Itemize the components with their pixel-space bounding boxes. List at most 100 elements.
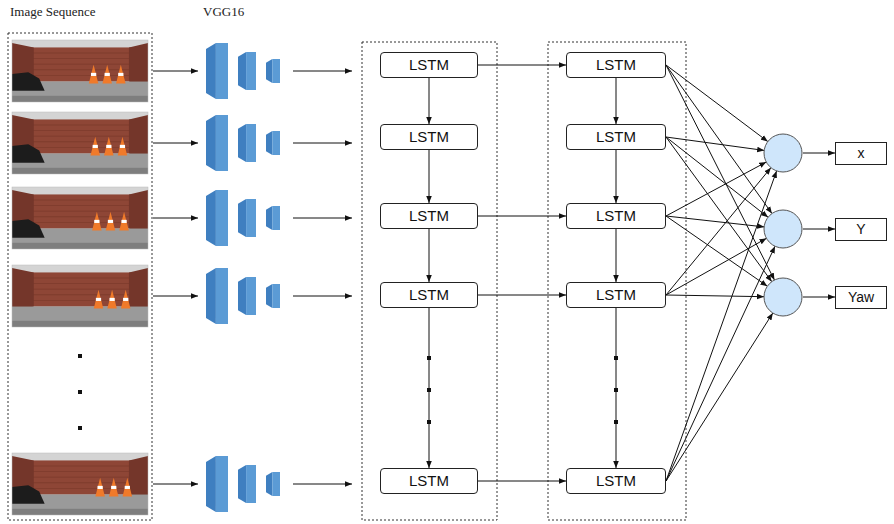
node-text: LSTM [409,128,449,146]
conv-layer-front [216,190,228,246]
connector-arrow [429,229,430,282]
vgg16-icon [206,268,280,324]
conv-layer-side [266,59,272,83]
connector-arrow [478,295,566,296]
lstm-box: LSTM [566,52,666,78]
traffic-cone [90,137,100,156]
neuron-fill [764,134,802,172]
lstm-box: LSTM [380,124,478,150]
node-text: LSTM [596,286,636,304]
conv-layer-side [238,52,246,90]
column-heading: VGG16 [203,4,244,20]
lstm-box: LSTM [380,468,478,494]
lstm-box: LSTM [566,282,666,308]
output-box: Yaw [835,286,887,309]
frame-border [12,40,148,102]
car [12,144,45,163]
conv-layer-front [246,277,256,315]
ground-shadow [12,243,148,249]
traffic-cone [116,65,126,84]
conv-layer-front [246,124,256,162]
traffic-cone [119,212,129,231]
sky [12,112,148,174]
camera-frame [12,453,148,515]
connector-arrow [616,150,617,203]
conv-layer-side [266,472,272,496]
cone-stripe [98,486,103,489]
cone-stripe [125,486,130,489]
vgg16-icon [206,43,280,99]
column-heading: Image Sequence [10,4,96,20]
connector-arrow [666,313,773,481]
neuron-outline [763,277,803,317]
node-text: LSTM [596,472,636,490]
input-arrow [153,71,198,72]
ellipsis-dot [78,390,82,394]
car [12,485,45,504]
cone-stripe [93,145,98,148]
conv-layer-front [272,131,280,155]
connector-arrow [803,229,835,230]
camera-frame [12,112,148,174]
cone-stripe [123,298,128,301]
traffic-cone [106,212,116,231]
conv-layer-side [238,277,246,315]
camera-frame [12,40,148,102]
feature-arrow [293,218,352,219]
cone-stripe [91,73,96,76]
connector-arrow [616,308,617,468]
connector-arrow [478,65,566,66]
connector-arrow [478,481,566,482]
conv-layer-side [238,199,246,237]
conv-layer-side [266,284,272,308]
connector-arrow [666,137,772,282]
connector-arrow [616,229,617,282]
camera-frame [12,265,148,327]
traffic-cone [104,137,114,156]
input-arrow [153,143,198,144]
traffic-cone [89,65,99,84]
traffic-cone [123,478,133,497]
node-text: Y [856,221,865,238]
connector-arrow [429,150,430,203]
traffic-cone [118,137,128,156]
ellipsis-dot [78,426,82,430]
frame-border [12,187,148,249]
connector-arrow [666,216,764,227]
traffic-cone [107,290,117,309]
node-text: LSTM [596,207,636,225]
node-text: LSTM [409,56,449,74]
frame-border [12,265,148,327]
input-arrow [153,484,198,485]
cone-stripe [121,220,126,223]
cone-stripe [111,486,116,489]
neuron-circle [763,133,803,173]
conv-layer-side [206,43,216,99]
connector-arrow [616,78,617,124]
neuron-circle [763,277,803,317]
ground [12,307,148,327]
input-arrow [153,296,198,297]
vgg16-icon [206,190,280,246]
car [12,219,45,238]
conv-layer-side [238,124,246,162]
cone-stripe [105,73,110,76]
vgg16-icon [206,115,280,171]
neuron-outline [763,209,803,249]
connector-arrow [803,153,835,154]
sky [12,187,148,249]
conv-layer-front [216,43,228,99]
conv-layer-side [266,131,272,155]
cone-stripe [120,145,125,148]
dashed-frame [362,42,497,520]
connector-arrow [666,246,775,481]
node-text: LSTM [596,128,636,146]
connector-arrow [429,78,430,124]
node-text: LSTM [409,472,449,490]
frame-border [12,112,148,174]
connector-arrow [666,137,768,217]
ellipsis-dot [78,354,82,358]
connector-arrow [666,238,766,295]
traffic-cone [92,212,102,231]
